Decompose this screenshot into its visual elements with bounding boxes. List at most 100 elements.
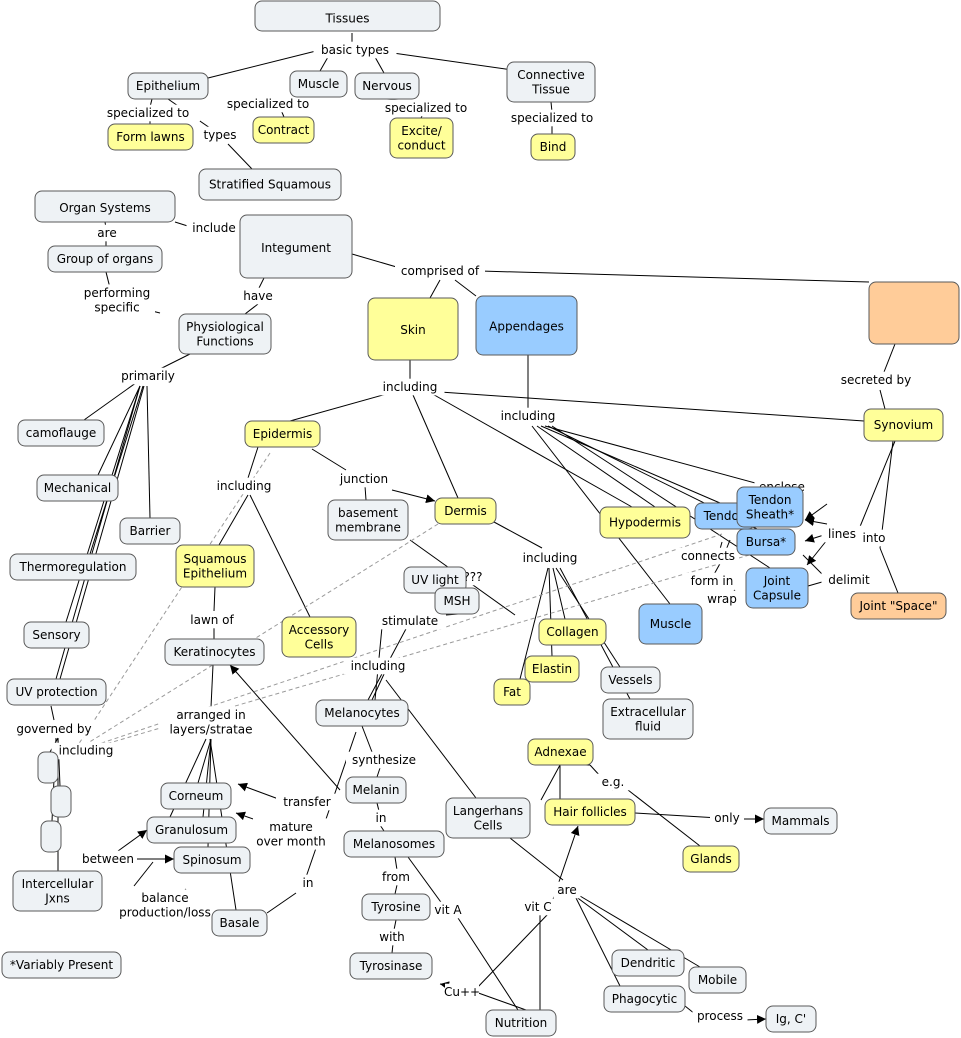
- node-hypodermis[interactable]: Hypodermis: [599, 506, 691, 539]
- node-strat-sq[interactable]: Stratified Squamous: [198, 168, 342, 201]
- link-label-into: into: [857, 529, 891, 547]
- node-uvlight[interactable]: UV light: [403, 566, 467, 594]
- svg-text:Synovium: Synovium: [874, 418, 933, 432]
- node-adnexae[interactable]: Adnexae: [527, 738, 594, 766]
- node-joint-space[interactable]: Joint "Space": [850, 592, 947, 620]
- node-vessels[interactable]: Vessels: [600, 666, 661, 694]
- node-integument[interactable]: Integument: [239, 214, 353, 279]
- svg-text:Nervous: Nervous: [362, 79, 412, 93]
- node-sensory[interactable]: Sensory: [23, 621, 90, 649]
- link-line: [509, 837, 564, 881]
- node-melanosomes[interactable]: Melanosomes: [343, 830, 445, 858]
- node-spinosum[interactable]: Spinosum: [173, 846, 251, 874]
- node-sb3[interactable]: [40, 820, 62, 853]
- node-dendritic[interactable]: Dendritic: [611, 949, 685, 977]
- node-thermo[interactable]: Thermoregulation: [9, 553, 137, 581]
- link-line: [555, 567, 621, 668]
- svg-text:production/loss: production/loss: [119, 906, 211, 920]
- node-msh[interactable]: MSH: [434, 587, 480, 615]
- link-label-junction: junction: [333, 470, 395, 488]
- link-label-are2: are: [553, 881, 581, 899]
- node-hair[interactable]: Hair follicles: [544, 798, 636, 826]
- node-glands[interactable]: Glands: [682, 845, 740, 873]
- node-granulosum[interactable]: Granulosum: [146, 816, 237, 844]
- svg-text:stimulate: stimulate: [382, 614, 438, 628]
- node-tissues[interactable]: Tissues: [254, 0, 441, 32]
- node-appendages[interactable]: Appendages: [475, 295, 578, 356]
- node-melanin[interactable]: Melanin: [345, 776, 407, 804]
- link-line: [218, 494, 249, 546]
- node-fat[interactable]: Fat: [493, 678, 531, 706]
- node-basale[interactable]: Basale: [211, 909, 268, 937]
- node-variably[interactable]: *Variably Present: [1, 951, 122, 979]
- link-line: [207, 50, 317, 79]
- node-epidermis[interactable]: Epidermis: [244, 420, 321, 448]
- svg-text:Bursa*: Bursa*: [746, 535, 786, 549]
- node-excite[interactable]: Excite/conduct: [389, 117, 454, 159]
- node-tyrosine[interactable]: Tyrosine: [361, 893, 431, 921]
- link-line: [479, 270, 870, 283]
- node-muscle-t[interactable]: Muscle: [289, 70, 348, 98]
- node-synovium[interactable]: Synovium: [863, 408, 944, 442]
- svg-text:Cells: Cells: [305, 638, 334, 652]
- link-label-have: have: [241, 287, 275, 305]
- link-label-including-der: including: [515, 549, 585, 567]
- node-mammals[interactable]: Mammals: [763, 807, 838, 835]
- node-bursa[interactable]: Bursa*: [736, 528, 796, 556]
- node-sb1[interactable]: [37, 751, 59, 784]
- node-collagen[interactable]: Collagen: [538, 618, 607, 646]
- node-contract[interactable]: Contract: [252, 116, 315, 144]
- link-label-governed: governed by: [12, 720, 96, 738]
- svg-text:synthesize: synthesize: [352, 753, 416, 767]
- svg-text:including: including: [351, 659, 406, 673]
- node-melanocytes[interactable]: Melanocytes: [315, 699, 409, 727]
- node-skin[interactable]: Skin: [367, 297, 459, 361]
- node-nutrition[interactable]: Nutrition: [485, 1009, 557, 1037]
- svg-text:are: are: [557, 883, 576, 897]
- node-igc[interactable]: Ig, C': [765, 1005, 817, 1033]
- svg-text:Cells: Cells: [474, 819, 503, 833]
- link-label-with: with: [375, 928, 409, 946]
- link-label-spec3: specialized to: [374, 99, 478, 117]
- node-orange-box[interactable]: [868, 281, 960, 345]
- node-bind[interactable]: Bind: [530, 133, 576, 161]
- node-tyrosinase[interactable]: Tyrosinase: [349, 952, 433, 980]
- svg-text:Muscle: Muscle: [298, 77, 340, 91]
- node-uvprot[interactable]: UV protection: [6, 678, 107, 706]
- node-camoflauge[interactable]: camoflauge: [17, 419, 105, 447]
- node-elastin[interactable]: Elastin: [524, 655, 580, 683]
- node-muscle-a[interactable]: Muscle: [638, 603, 703, 645]
- link-line: [552, 567, 566, 620]
- node-epithelium[interactable]: Epithelium: [127, 72, 209, 100]
- svg-text:into: into: [863, 531, 886, 545]
- node-mobile[interactable]: Mobile: [688, 966, 747, 994]
- link-line: [374, 56, 385, 74]
- node-phagocytic[interactable]: Phagocytic: [603, 985, 686, 1013]
- svg-text:including: including: [383, 380, 438, 394]
- link-label-stimulate: stimulate: [375, 612, 445, 630]
- node-mechanical[interactable]: Mechanical: [36, 474, 119, 502]
- node-form-lawns[interactable]: Form lawns: [107, 123, 194, 151]
- node-sb2[interactable]: [50, 785, 72, 818]
- link-label-transfer: transfer: [276, 793, 338, 811]
- node-dermis[interactable]: Dermis: [434, 497, 497, 525]
- link-line: [197, 738, 212, 784]
- node-keratinocytes[interactable]: Keratinocytes: [164, 638, 265, 666]
- node-barrier[interactable]: Barrier: [119, 517, 181, 545]
- link-line: [540, 764, 561, 801]
- node-nervous[interactable]: Nervous: [354, 72, 420, 100]
- node-group-org[interactable]: Group of organs: [47, 245, 163, 273]
- node-corneum[interactable]: Corneum: [160, 782, 232, 810]
- svg-text:basic types: basic types: [321, 43, 389, 57]
- node-organ-sys[interactable]: Organ Systems: [34, 190, 176, 223]
